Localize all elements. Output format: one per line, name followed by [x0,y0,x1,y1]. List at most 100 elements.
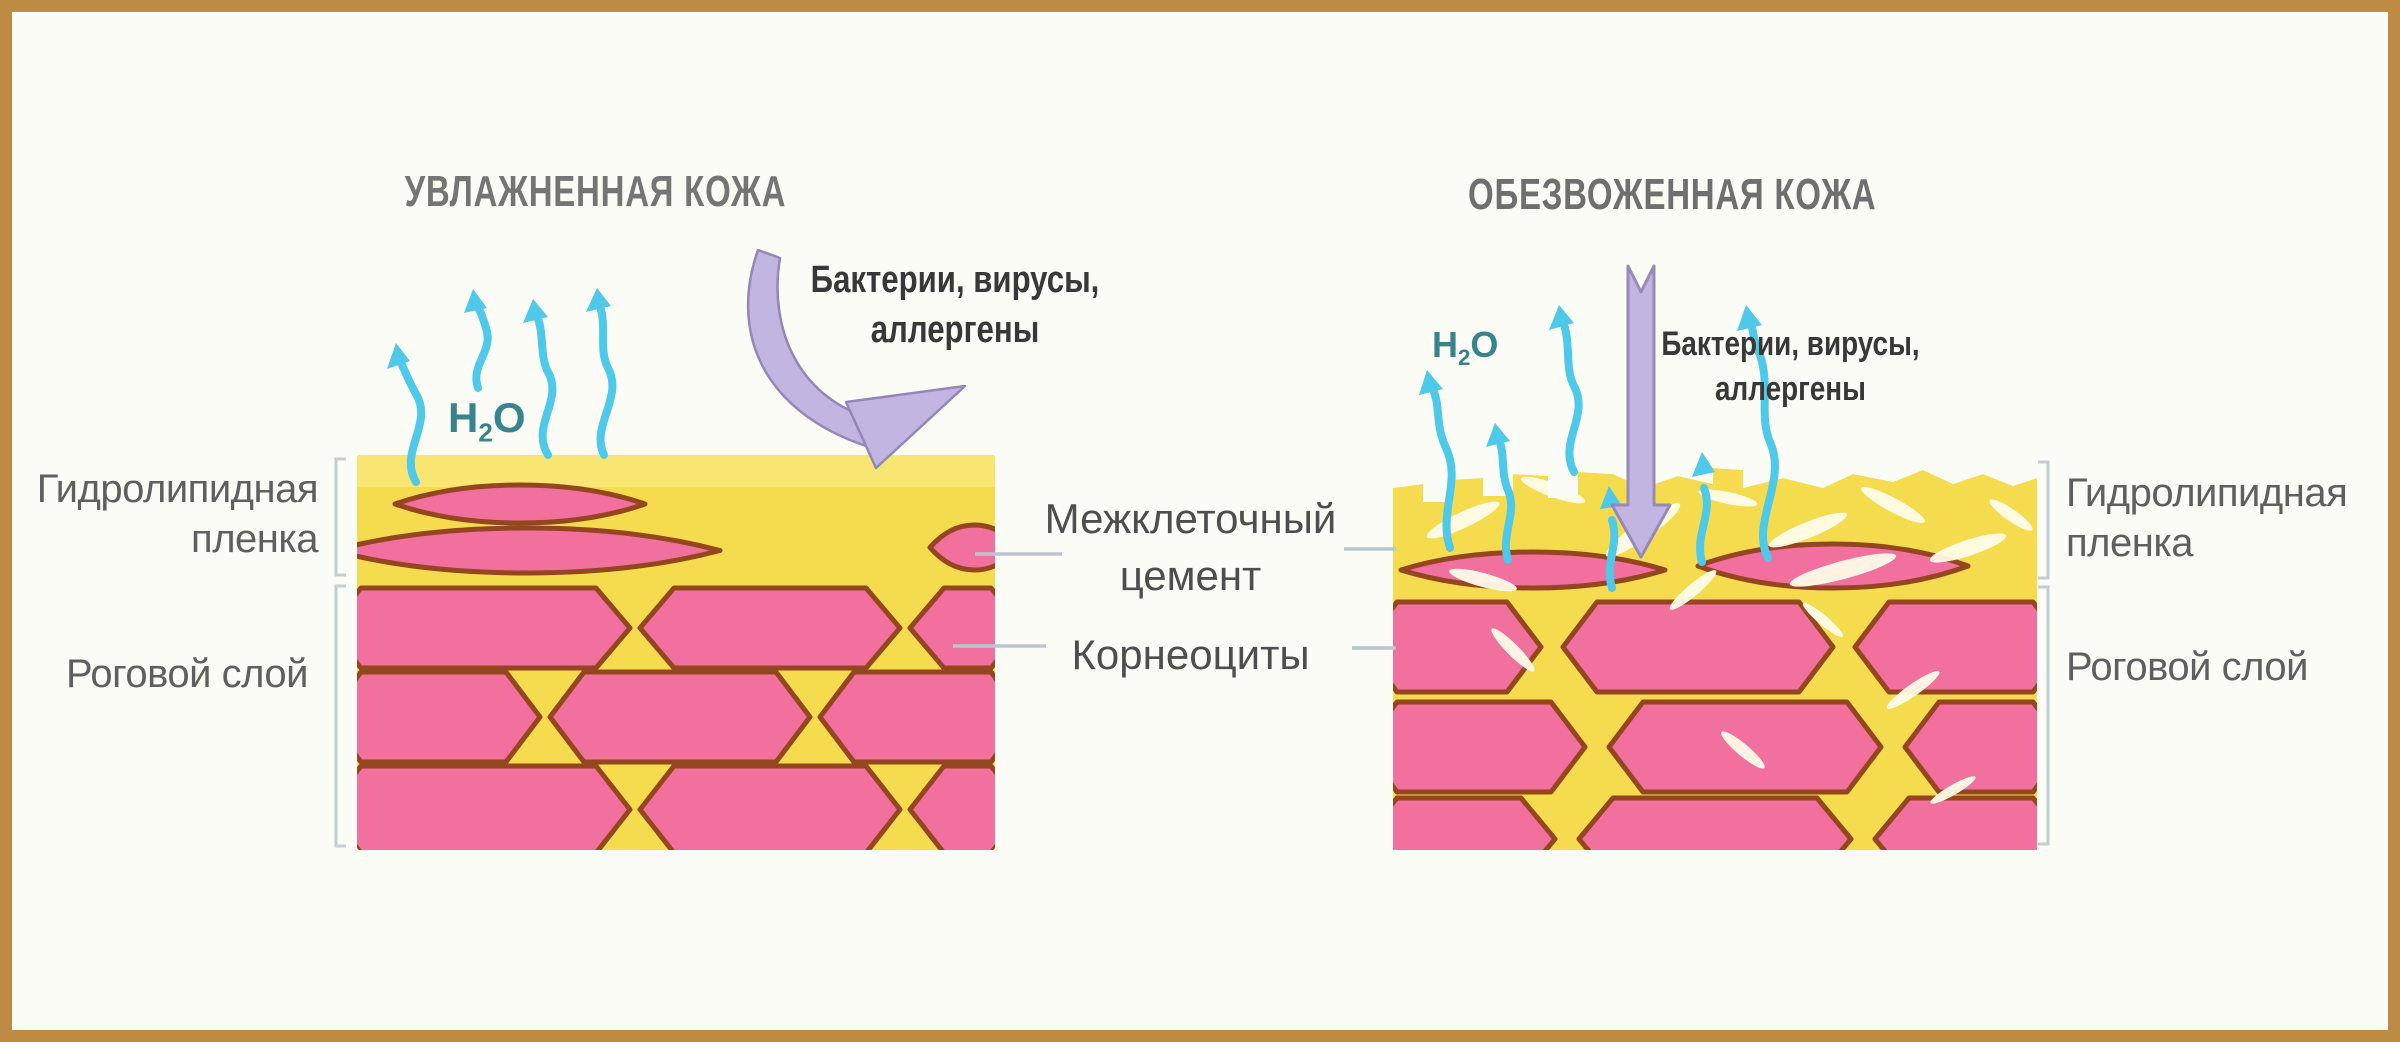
corneocyte-cell [357,763,633,850]
horny-layer-label-right: Роговой слой [2066,645,2309,689]
corneocyte-cell [357,585,633,671]
layer-brackets [334,457,2050,848]
water-vapor-arrows-right [1427,316,1779,592]
corneocyte-cell [1872,795,2037,850]
bracket-horny-right [2038,585,2050,846]
corneocyte-cell [1393,599,1544,695]
hydrolipid-label-right: Гидролипидная пленка [2066,468,2386,569]
film-crack [1861,487,1925,523]
corneocyte-cell [637,763,903,850]
water-arrowheads-right [1419,305,1762,509]
film-crack [1989,499,2033,531]
corneocyte-cell [392,482,648,526]
water-vapor-arrow [1558,316,1583,476]
cement-line2: цемент [1119,552,1262,600]
arrowhead-icon [1419,370,1443,395]
arrowhead-icon [1692,452,1715,477]
film-crack [1669,570,1717,610]
h2o-h: H [1432,324,1458,365]
water-vapor-arrow [472,300,492,392]
corneocyte-cells-left [357,482,995,850]
hydrolipid-line2: пленка [191,517,318,562]
deflected-arrowhead-icon [844,384,967,470]
h2o-label-left: H2O [448,394,526,448]
penetrating-arrow-body [1610,264,1672,559]
h2o-sub: 2 [478,417,493,448]
pathogen-arrow-penetrating [1610,264,1672,559]
water-vapor-arrow [395,355,426,486]
water-arrowheads-left [387,288,611,369]
threat-line2: аллергены [1714,369,1866,408]
water-vapor-arrow [1427,381,1456,552]
arrowhead-icon [1737,305,1762,331]
corneocyte-cell [357,669,543,765]
film-crack [1449,568,1517,592]
corneocyte-cell [907,763,995,850]
bracket-hydrolipid-right [2038,460,2050,580]
h2o-o: O [492,394,526,441]
film-crack [1886,670,1940,710]
threat-line1: Бактерии, вирусы, [810,259,1100,301]
callout-lines [953,547,1396,650]
arrowhead-icon [586,288,611,312]
water-vapor-arrow [1605,516,1619,592]
corneocyte-cell [357,525,723,576]
pathogen-arrow-deflected [746,248,967,470]
corneocyte-cell [1560,599,1836,695]
arrowhead-icon [523,299,548,323]
h2o-label-right: H2O [1432,324,1498,371]
cement-label: Межклеточный цемент [1018,490,1363,604]
film-crack [1789,553,1897,587]
threat-line1: Бактерии, вирусы, [1660,325,1920,363]
left-title: УВЛАЖНЕННАЯ КОЖА [341,167,786,217]
corneocyte-cell [1852,599,2037,695]
horny-layer-label-left: Роговой слой [65,652,309,696]
hydrolipid-label-left: Гидролипидная пленка [12,464,319,565]
corneocyte-cell [1393,795,1558,850]
bracket-hydrolipid-left [334,457,346,577]
corneocyte-cell [637,585,903,671]
film-crack [1721,731,1765,769]
arrowhead-icon [1600,486,1622,509]
bracket-horny-left [334,584,346,848]
film-crack [1929,533,2007,563]
threat-label-left: Бактерии, вирусы, аллергены [760,255,1150,355]
arrowhead-icon [387,343,410,369]
hydrolipid-line1: Гидролипидная [2066,471,2348,515]
corneocyte-cell [547,669,813,765]
right-title-text: ОБЕЗВОЖЕННАЯ КОЖА [1468,170,1877,219]
arrowhead-icon [1486,423,1510,447]
left-title-text: УВЛАЖНЕННАЯ КОЖА [404,167,787,216]
hydrolipid-line2: пленка [2066,521,2193,566]
corneocytes-label: Корнеоциты [1071,631,1310,678]
hydrolipid-film-strip-left [357,455,995,487]
corneocyte-cell [907,585,995,671]
threat-label-right: Бактерии, вирусы, аллергены [1600,322,1980,412]
water-vapor-arrow [532,310,557,459]
film-crack [1930,776,1976,804]
arrowhead-icon [464,289,487,313]
water-vapor-arrow [1494,433,1516,564]
corneocyte-cell [927,522,995,573]
h2o-o: O [1470,324,1499,365]
film-crack [1698,489,1758,507]
corneocyte-cell [1576,795,1854,850]
right-title: ОБЕЗВОЖЕННАЯ КОЖА [1400,170,1876,220]
film-crack [1491,628,1535,672]
threat-line2: аллергены [870,309,1040,352]
corneocyte-cell [1902,699,2037,795]
moisturized-skin-block [357,455,995,850]
water-vapor-arrow [1746,318,1779,562]
arrowhead-icon [1549,305,1574,330]
hydrolipid-line1: Гидролипидная [36,467,319,511]
film-crack [1802,602,1844,638]
cement-line1: Межклеточный [1044,495,1337,542]
water-vapor-arrow [595,299,617,459]
film-crack [1768,512,1848,548]
h2o-sub: 2 [1458,345,1471,371]
water-vapor-arrow [1696,484,1711,566]
corneocyte-cell [817,669,995,765]
